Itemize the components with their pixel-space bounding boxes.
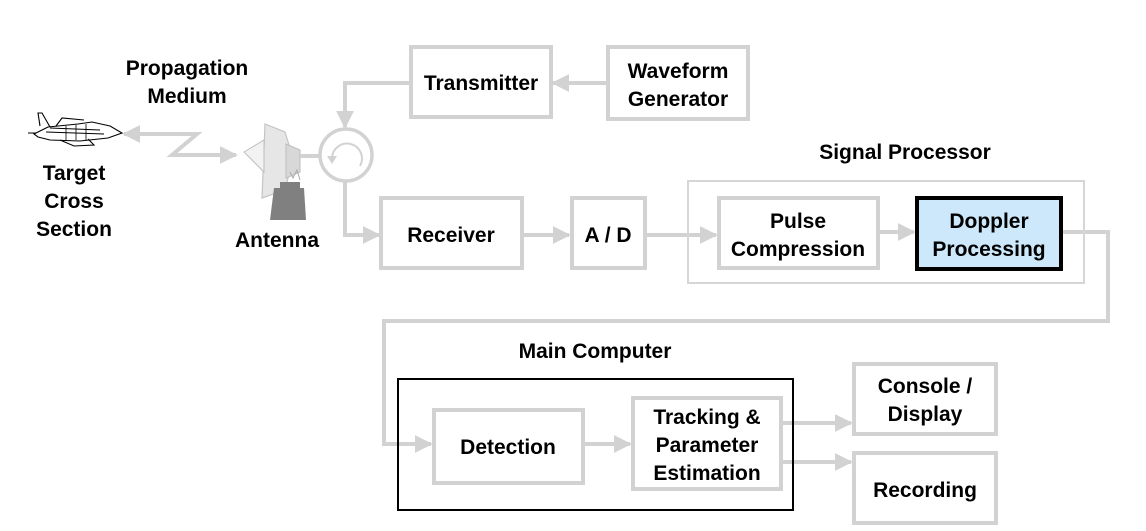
waveform-generator-block[interactable]: Waveform Generator xyxy=(606,45,750,121)
pulse-compression-block[interactable]: Pulse Compression xyxy=(717,196,880,270)
tracking-label-line1: Tracking & xyxy=(653,406,760,429)
tracking-label-line3: Estimation xyxy=(653,462,760,485)
dish-antenna-icon xyxy=(243,123,306,220)
transmitter-label: Transmitter xyxy=(424,72,538,95)
receiver-block[interactable]: Receiver xyxy=(379,196,524,270)
console-display-label-line1: Console / xyxy=(878,375,973,398)
transmitter-to-circulator-wire xyxy=(336,81,410,129)
transmitter-block[interactable]: Transmitter xyxy=(409,45,553,119)
antenna-label: Antenna xyxy=(235,229,319,252)
main-computer-label: Main Computer xyxy=(519,340,672,363)
main-computer-group xyxy=(397,378,794,511)
signal-processor-label: Signal Processor xyxy=(819,141,991,164)
circulator-icon xyxy=(318,127,374,183)
doppler-processing-block[interactable]: Doppler Processing xyxy=(915,196,1063,271)
console-display-block[interactable]: Console / Display xyxy=(852,362,998,436)
pulse-compression-label-line2: Compression xyxy=(731,238,865,261)
detection-label: Detection xyxy=(460,436,556,459)
propagation-label-line2: Medium xyxy=(147,85,226,108)
tracking-label-line2: Parameter xyxy=(656,434,759,457)
target-label-line3: Section xyxy=(36,218,112,241)
detection-block[interactable]: Detection xyxy=(432,408,585,485)
console-display-label-line2: Display xyxy=(888,403,963,426)
recording-block[interactable]: Recording xyxy=(852,451,998,525)
adc-block[interactable]: A / D xyxy=(570,196,647,270)
signal-processor-group xyxy=(687,180,1085,284)
target-label-line1: Target xyxy=(43,162,106,185)
adc-label: A / D xyxy=(584,224,631,247)
waveform-generator-label-line1: Waveform xyxy=(628,60,729,83)
pulse-compression-label-line1: Pulse xyxy=(770,210,826,233)
tracking-block[interactable]: Tracking & Parameter Estimation xyxy=(631,396,783,491)
doppler-to-detection-wire xyxy=(382,230,1110,453)
propagation-path xyxy=(122,125,238,164)
doppler-processing-label-line2: Processing xyxy=(932,238,1045,261)
aircraft-icon xyxy=(28,112,124,147)
circulator-to-receiver-wire xyxy=(343,181,381,244)
target-label-line2: Cross xyxy=(44,190,104,213)
doppler-processing-label-line1: Doppler xyxy=(949,210,1028,233)
receiver-label: Receiver xyxy=(407,224,495,247)
recording-label: Recording xyxy=(873,479,977,502)
propagation-label-line1: Propagation xyxy=(126,57,249,80)
waveform-generator-label-line2: Generator xyxy=(628,88,728,111)
